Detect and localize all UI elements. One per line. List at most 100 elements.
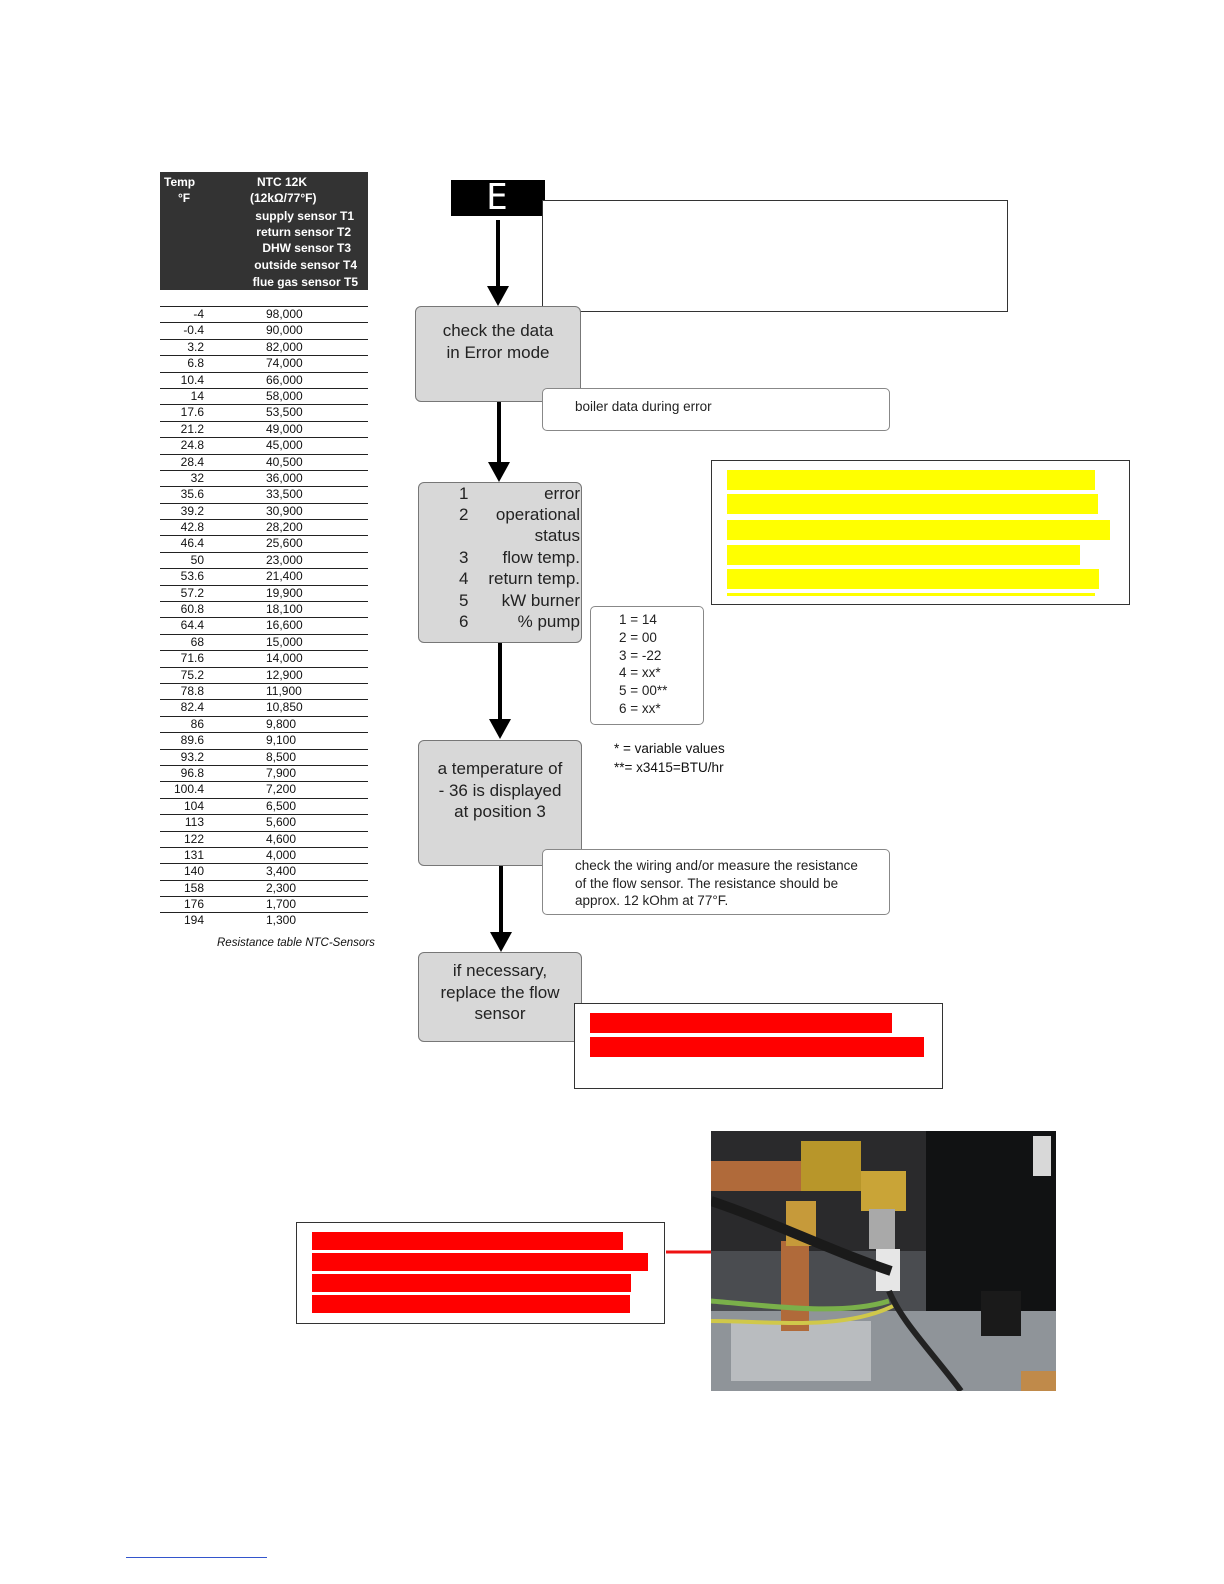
temp-cell: 100.4 <box>173 782 204 797</box>
arrow-head <box>488 462 510 482</box>
table-row: 86 9,800 <box>160 715 368 732</box>
table-row: 10.4 66,000 <box>160 371 368 388</box>
resistance-cell: 45,000 <box>266 438 303 453</box>
redaction-bar <box>312 1253 648 1271</box>
temp-cell: 10.4 <box>180 372 204 387</box>
error-code-display: E 14 <box>451 180 545 216</box>
highlight-bar <box>727 569 1099 589</box>
value-line: 6 = xx* <box>619 700 661 716</box>
temp-cell: 3.2 <box>187 339 204 354</box>
flow-arrow <box>498 643 502 721</box>
note-text: of the flow sensor. The resistance shoul… <box>575 875 839 891</box>
resistance-cell: 7,900 <box>266 765 297 780</box>
redacted-note-box <box>574 1003 943 1089</box>
temp-cell: 28.4 <box>180 454 204 469</box>
status-number: 2 <box>459 505 469 524</box>
temp-cell: 32 <box>190 470 204 485</box>
resistance-cell: 4,600 <box>266 831 297 846</box>
temp-cell: 122 <box>183 831 204 846</box>
table-row: 93.2 8,500 <box>160 748 368 765</box>
resistance-cell: 90,000 <box>266 323 303 338</box>
temp-cell: 64.4 <box>180 618 204 633</box>
temp-cell: 24.8 <box>180 438 204 453</box>
sensor-label: outside sensor T4 <box>254 258 357 272</box>
temp-cell: 131 <box>183 847 204 862</box>
table-row: 3.2 82,000 <box>160 338 368 355</box>
status-number: 1 <box>459 484 469 503</box>
highlight-bar <box>727 545 1080 565</box>
resistance-cell: 28,200 <box>266 520 303 535</box>
temp-cell: 140 <box>183 864 204 879</box>
value-line: 1 = 14 <box>619 612 657 627</box>
flow-sensor-photo <box>711 1131 1056 1391</box>
temp-cell: 93.2 <box>180 749 204 764</box>
values-legend: * = variable values **= x3415=BTU/hr <box>614 740 725 777</box>
resistance-cell: 8,500 <box>266 749 297 764</box>
resistance-cell: 1,700 <box>266 897 297 912</box>
arrow-head <box>490 932 512 952</box>
value-line: 4 = xx* <box>619 665 661 681</box>
flow-arrow <box>496 220 500 288</box>
step-text: sensor <box>474 1004 526 1023</box>
redaction-bar <box>590 1037 924 1057</box>
temp-label: Temp <box>164 175 196 189</box>
status-label: status <box>534 526 580 545</box>
highlight-bar <box>727 593 1095 596</box>
flow-arrow <box>499 866 503 934</box>
temp-cell: 39.2 <box>180 503 204 518</box>
status-number: 3 <box>459 548 469 567</box>
resistance-cell: 6,500 <box>266 798 297 813</box>
resistance-cell: 19,900 <box>266 585 303 600</box>
ntc-title: NTC 12K <box>257 175 308 189</box>
temp-cell: 89.6 <box>180 733 204 748</box>
temp-cell: 60.8 <box>180 602 204 617</box>
resistance-cell: 11,900 <box>266 683 302 698</box>
error-description-box <box>542 200 1008 312</box>
resistance-cell: 98,000 <box>266 307 303 321</box>
temp-cell: -4 <box>193 307 204 321</box>
resistance-cell: 9,800 <box>266 716 297 731</box>
note-text: approx. 12 kOhm at 77°F. <box>575 893 729 908</box>
resistance-cell: 66,000 <box>266 372 303 387</box>
temp-cell: 42.8 <box>180 520 204 535</box>
status-item: 3 flow temp. <box>419 548 583 569</box>
resistance-cell: 7,200 <box>266 782 297 797</box>
resistance-cell: 2,300 <box>266 880 297 895</box>
highlighted-note-box <box>711 460 1130 605</box>
legend-line: **= x3415=BTU/hr <box>614 759 724 775</box>
temp-cell: 82.4 <box>180 700 204 715</box>
resistance-cell: 5,600 <box>266 815 297 830</box>
status-label: flow temp. <box>502 548 580 567</box>
temp-cell: 78.8 <box>180 683 204 698</box>
resistance-cell: 82,000 <box>266 339 303 354</box>
resistance-cell: 3,400 <box>266 864 297 879</box>
resistance-cell: 33,500 <box>266 487 303 502</box>
temp-cell: 75.2 <box>180 667 204 682</box>
sensor-label: supply sensor T1 <box>255 209 354 223</box>
temp-cell: 86 <box>190 716 204 731</box>
resistance-cell: 36,000 <box>266 470 303 485</box>
temp-cell: 14 <box>190 388 204 403</box>
temp-cell: 6.8 <box>187 356 204 371</box>
ntc-table-header: Temp °F NTC 12K (12kΩ/77°F) supply senso… <box>160 172 368 290</box>
status-label: operational <box>495 505 580 524</box>
step-text: replace the flow <box>440 982 560 1002</box>
